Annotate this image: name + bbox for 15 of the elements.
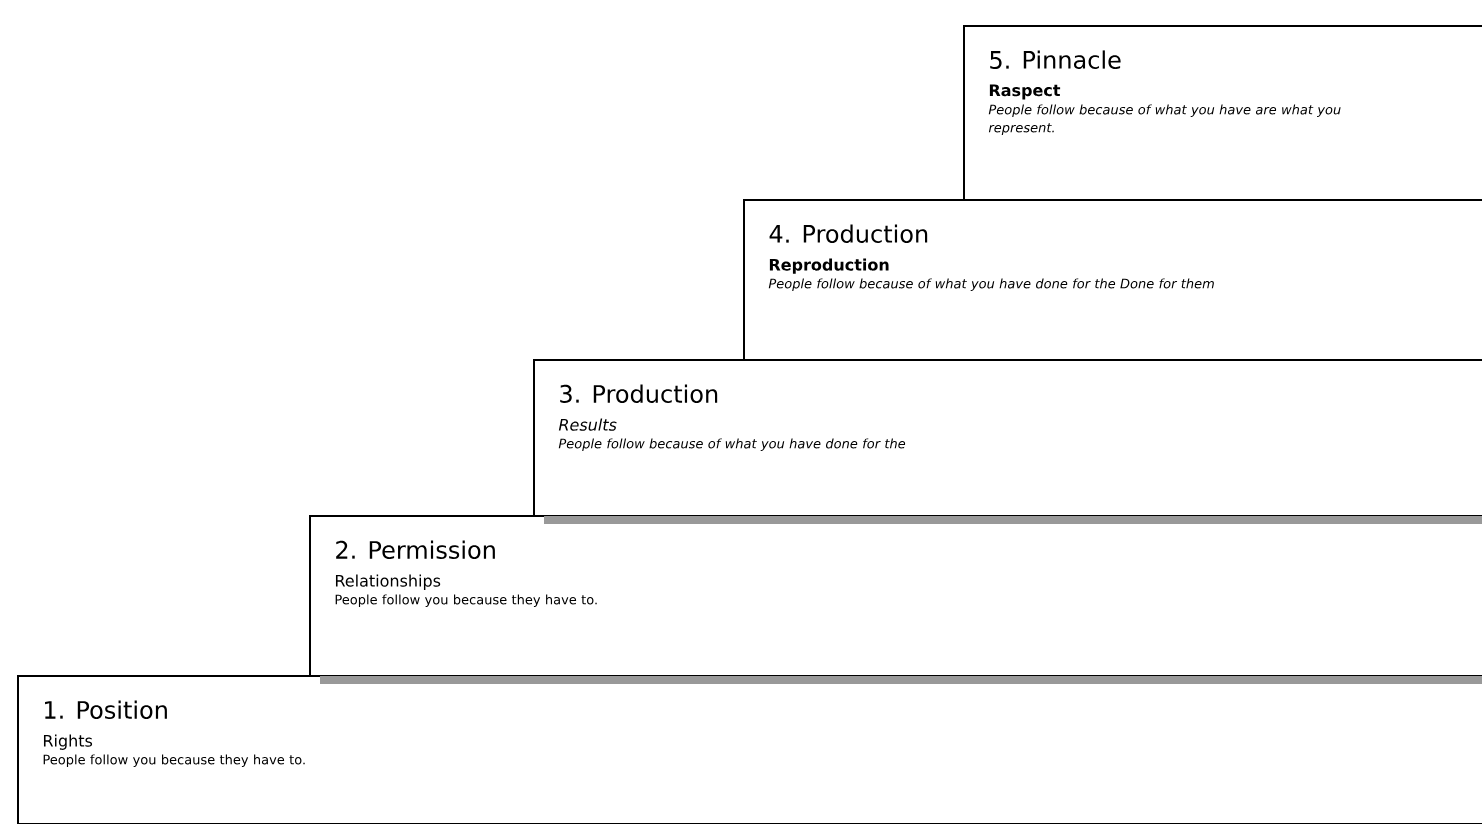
step-title: 1. Position	[45, 700, 167, 719]
step-box	[309, 515, 1482, 677]
step-title: 5. Pinnacle	[990, 50, 1121, 69]
step-box	[17, 675, 1482, 824]
step-box	[963, 25, 1482, 201]
step-box	[743, 199, 1482, 361]
step-subtitle: Rights	[43, 734, 93, 750]
step-title: 2. Permission	[336, 540, 495, 559]
step-title: 3. Production	[560, 384, 718, 403]
step-subtitle: Results	[558, 418, 617, 431]
step-title: 4. Production	[769, 224, 928, 243]
step-box	[533, 359, 1482, 517]
step-subtitle: Relationships	[335, 574, 441, 590]
step-subtitle: Raspect	[989, 84, 1061, 100]
step-subtitle: Reproduction	[769, 258, 889, 274]
